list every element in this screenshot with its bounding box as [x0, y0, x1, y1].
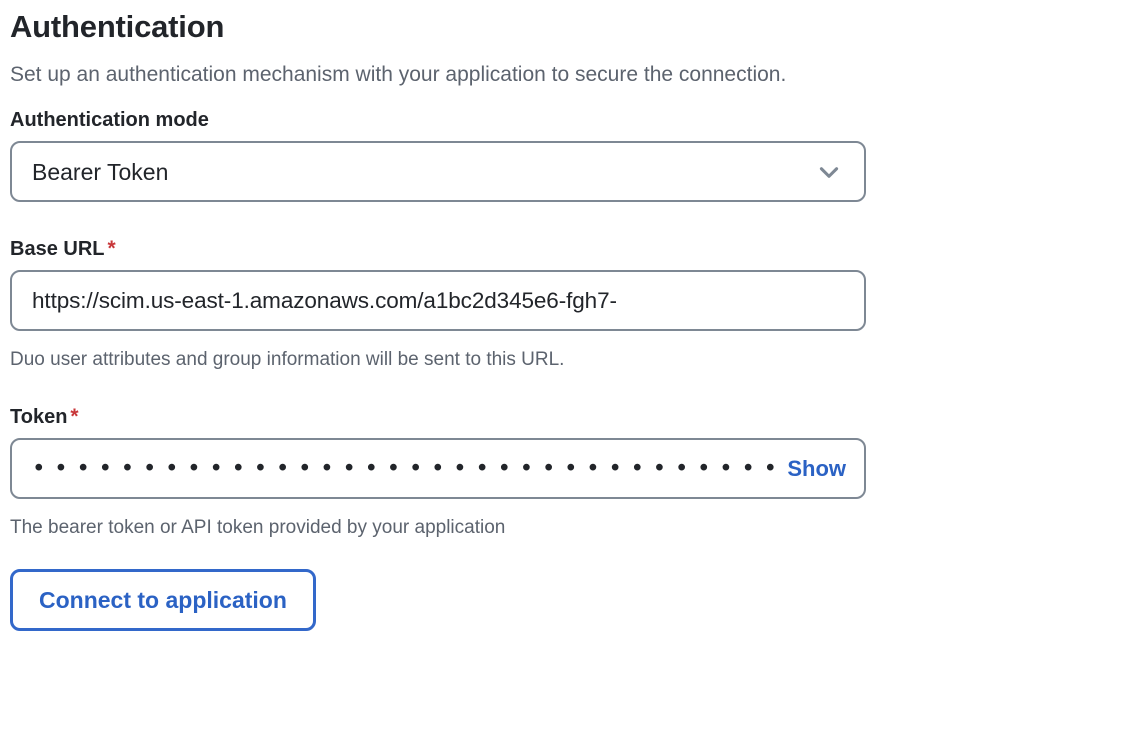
base-url-input-value: https://scim.us-east-1.amazonaws.com/a1b…: [32, 287, 617, 313]
actions-row: Connect to application: [10, 569, 1112, 631]
connect-to-application-button[interactable]: Connect to application: [10, 569, 316, 631]
token-show-toggle[interactable]: Show: [787, 455, 846, 481]
base-url-field: Base URL* https://scim.us-east-1.amazona…: [10, 202, 866, 371]
token-input[interactable]: ••••••••••••••••••••••••••••••••••••••••…: [10, 438, 866, 499]
auth-mode-field: Authentication mode Bearer Token: [10, 88, 866, 202]
base-url-label-text: Base URL: [10, 238, 105, 260]
base-url-input[interactable]: https://scim.us-east-1.amazonaws.com/a1b…: [10, 270, 866, 331]
token-label-text: Token: [10, 406, 68, 428]
token-help-text: The bearer token or API token provided b…: [10, 517, 506, 538]
token-input-masked-value: ••••••••••••••••••••••••••••••••••••••••…: [32, 455, 775, 482]
auth-mode-label: Authentication mode: [10, 88, 866, 132]
token-label: Token*: [10, 371, 866, 429]
auth-mode-select[interactable]: Bearer Token: [10, 141, 866, 202]
page-title: Authentication: [10, 9, 225, 44]
auth-mode-label-text: Authentication mode: [10, 109, 209, 131]
page-subtitle: Set up an authentication mechanism with …: [10, 63, 787, 86]
base-url-help-text: Duo user attributes and group informatio…: [10, 349, 565, 370]
auth-mode-selected-value: Bearer Token: [32, 158, 169, 185]
token-required-marker: *: [70, 405, 79, 428]
chevron-down-icon: [816, 159, 842, 185]
token-field: Token* •••••••••••••••••••••••••••••••••…: [10, 371, 866, 539]
base-url-label: Base URL*: [10, 202, 866, 261]
base-url-required-marker: *: [107, 237, 116, 260]
